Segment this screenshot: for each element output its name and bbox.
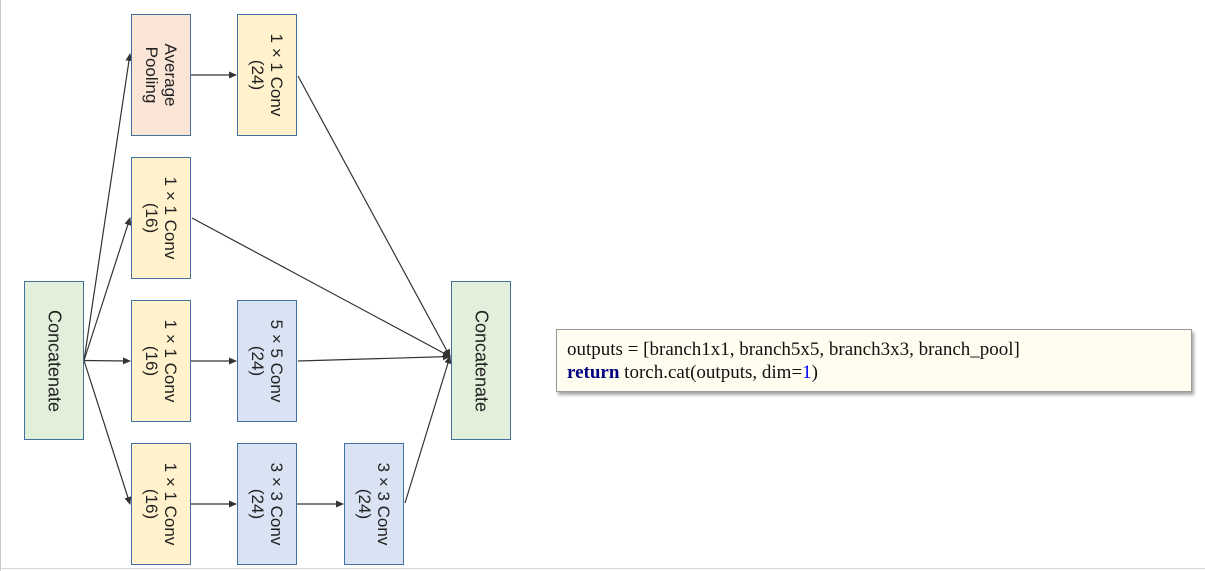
- code-keyword-return: return: [567, 362, 620, 383]
- node-label-line2: (16): [142, 202, 161, 234]
- code-snippet: outputs = [branch1x1, branch5x5, branch3…: [556, 329, 1192, 392]
- node-label: Average Pooling: [142, 43, 180, 106]
- input-concatenate-node: Concatenate: [24, 281, 84, 440]
- node-label-line1: 1 × 1 Conv: [161, 462, 180, 546]
- average-pooling-node: Average Pooling: [131, 14, 191, 136]
- edge-branch5x5_conv5x5-to-output_concat: [297, 353, 451, 362]
- node-label-line1: 3 × 3 Conv: [374, 462, 393, 546]
- code-close-paren: ): [811, 362, 818, 383]
- code-number: 1: [802, 362, 812, 383]
- node-label-line2: (24): [248, 59, 267, 91]
- edge-branch1x1_conv-to-output_concat: [191, 217, 451, 358]
- node-label-line2: (24): [355, 488, 374, 520]
- node-label: 1 × 1 Conv (16): [142, 320, 180, 403]
- branch3x3-conv1x1-node: 1 × 1 Conv (16): [131, 443, 191, 565]
- edge-input_concat-to-branch1x1_conv: [83, 217, 132, 361]
- branch1x1-conv-node: 1 × 1 Conv (16): [131, 157, 191, 279]
- node-label-text: Concatenate: [44, 309, 65, 412]
- edge-pool_conv1x1-to-output_concat: [297, 75, 451, 358]
- node-label: Concatenate: [471, 309, 492, 412]
- node-label-line1: 5 × 5 Conv: [267, 319, 286, 403]
- node-label: 5 × 5 Conv (24): [248, 320, 286, 403]
- node-label-line1: Average: [161, 43, 180, 107]
- code-call: torch.cat(outputs, dim=: [619, 362, 803, 383]
- edge-input_concat-to-branch3x3_conv1x1: [83, 360, 132, 505]
- node-label-line2: (16): [142, 345, 161, 377]
- node-label-line1: 1 × 1 Conv: [267, 33, 286, 117]
- node-label-line2: Pooling: [142, 46, 161, 104]
- code-line-return: return torch.cat(outputs, dim=1): [567, 361, 1191, 384]
- branch5x5-conv5x5-node: 5 × 5 Conv (24): [237, 300, 297, 422]
- edge-branch3x3_conv3x3_b-to-output_concat: [404, 355, 452, 504]
- node-label: 3 × 3 Conv (24): [248, 463, 286, 546]
- code-line-outputs: outputs = [branch1x1, branch5x5, branch3…: [567, 339, 1020, 360]
- node-label: 1 × 1 Conv (16): [142, 463, 180, 546]
- bottom-frame-border: [0, 568, 1205, 569]
- node-label: 1 × 1 Conv (24): [248, 34, 286, 117]
- node-label-line1: 1 × 1 Conv: [161, 319, 180, 403]
- edge-input_concat-to-branch5x5_conv1x1: [83, 357, 131, 365]
- node-label: 1 × 1 Conv (16): [142, 177, 180, 260]
- node-label: Concatenate: [44, 309, 65, 412]
- pool-branch-conv1x1-node: 1 × 1 Conv (24): [237, 14, 297, 136]
- node-label-line1: 1 × 1 Conv: [161, 176, 180, 260]
- branch3x3-conv3x3-first-node: 3 × 3 Conv (24): [237, 443, 297, 565]
- node-label-line1: 3 × 3 Conv: [267, 462, 286, 546]
- left-frame-border: [0, 0, 1, 571]
- node-label-line2: (24): [248, 345, 267, 377]
- branch3x3-conv3x3-second-node: 3 × 3 Conv (24): [344, 443, 404, 565]
- output-concatenate-node: Concatenate: [451, 281, 511, 440]
- node-label-line2: (24): [248, 488, 267, 520]
- edge-input_concat-to-avg_pool: [83, 53, 133, 361]
- branch5x5-conv1x1-node: 1 × 1 Conv (16): [131, 300, 191, 422]
- node-label: 3 × 3 Conv (24): [355, 463, 393, 546]
- node-label-text: Concatenate: [471, 309, 492, 412]
- node-label-line2: (16): [142, 488, 161, 520]
